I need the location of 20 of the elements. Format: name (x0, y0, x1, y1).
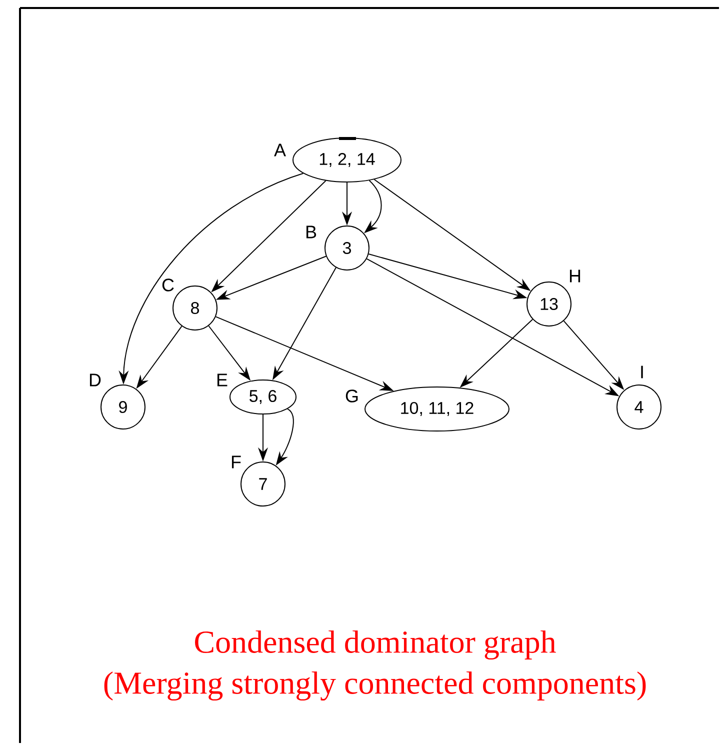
node-letter: A (274, 144, 286, 156)
circle-node: 13 (526, 282, 572, 326)
caption: (Merging strongly connected components) (104, 671, 646, 701)
ellipse-node: 10, 11, 12 (364, 386, 510, 432)
circle-node: 4 (616, 384, 662, 430)
node-letter: G (346, 390, 358, 402)
circle-node: 9 (100, 384, 146, 430)
node-letter: D (90, 374, 101, 386)
node-letter: H (570, 270, 580, 282)
node-letter: B (306, 226, 316, 238)
circle-node: 7 (240, 462, 286, 506)
circle-node: 3 (324, 226, 370, 270)
title: Condensed dominator graph (195, 630, 556, 660)
ellipse-node: 5, 6 (230, 380, 296, 414)
circle-node: 8 (172, 286, 218, 330)
node-letter: E (217, 374, 228, 386)
node-letter: I (641, 366, 643, 378)
node-letter: F (232, 456, 241, 468)
node-letter: C (162, 278, 174, 292)
ellipse-node: 1, 2, 14 (292, 138, 402, 182)
